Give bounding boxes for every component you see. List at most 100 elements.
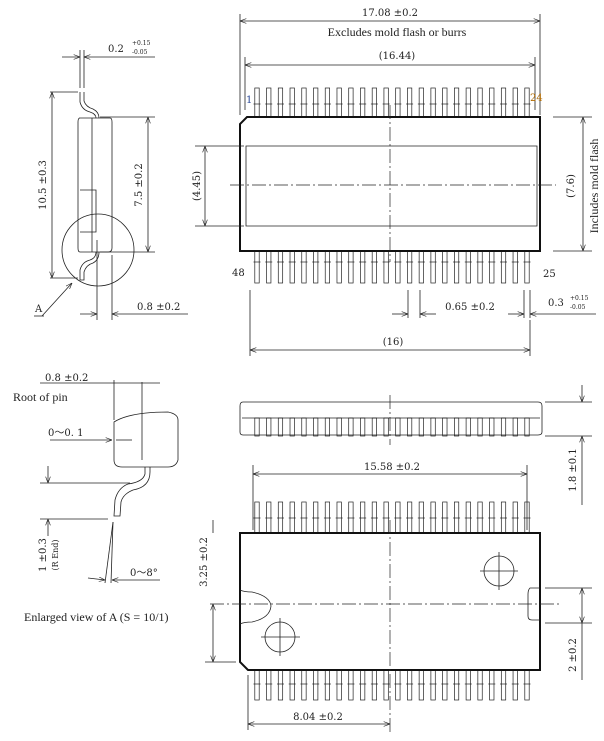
pin	[524, 87, 530, 118]
pin	[524, 250, 530, 284]
pin	[418, 417, 424, 437]
detail-dim-08: 0.8 ±0.2	[45, 373, 88, 384]
note-excludes: Excludes mold flash or burrs	[328, 25, 467, 39]
top-pins	[253, 87, 531, 118]
pin	[301, 417, 307, 437]
pin	[336, 87, 342, 118]
top-view-inner-outline	[245, 145, 538, 227]
pin	[395, 87, 401, 118]
lead-thickness-dim: 0.2	[108, 44, 124, 55]
pin	[254, 669, 260, 701]
pin	[348, 87, 354, 118]
pin	[324, 87, 330, 118]
pin25-label: 25	[543, 269, 556, 280]
pin	[313, 417, 319, 437]
pin	[477, 669, 483, 701]
pin	[454, 501, 460, 534]
pin	[371, 417, 377, 437]
pin	[407, 87, 413, 118]
pin	[301, 501, 307, 534]
svg-text:+0.15: +0.15	[132, 40, 151, 47]
pin	[477, 250, 483, 284]
pin	[324, 669, 330, 701]
pin	[324, 417, 330, 437]
bottom-view: 15.58 ±0.2 3.25 ±0.2 2 ±0.2 8.04 ±0.2	[199, 462, 592, 735]
pin	[371, 250, 377, 284]
root-of-pin-label: Root of pin	[13, 390, 68, 404]
pin	[407, 250, 413, 284]
notch-dim: 2 ±0.2	[568, 638, 579, 672]
lead-width-dim: 0.3	[548, 298, 564, 309]
pin	[371, 87, 377, 118]
pin	[277, 87, 284, 118]
pin	[418, 669, 424, 701]
pin	[489, 501, 495, 534]
side-view-body	[77, 117, 113, 253]
pin	[289, 87, 295, 118]
pin	[500, 417, 507, 437]
pin	[348, 250, 354, 284]
pin	[489, 417, 495, 437]
detail-a-label: A	[34, 304, 43, 315]
pin	[430, 669, 436, 701]
pin	[407, 669, 413, 701]
pin	[454, 417, 460, 437]
pin	[336, 417, 342, 437]
detail-dim-1: 1 ±0.3	[38, 538, 49, 572]
pin	[395, 417, 401, 437]
front-view-body	[239, 401, 543, 436]
svg-text:+0.15: +0.15	[570, 295, 589, 302]
pin	[277, 250, 284, 284]
pin	[442, 417, 448, 437]
pin	[430, 501, 436, 534]
pin	[477, 501, 483, 534]
pin	[524, 669, 530, 701]
pin	[418, 87, 424, 118]
overall-width-dim: 10.5 ±0.3	[38, 160, 49, 210]
bottom-view-top-pins	[253, 501, 531, 534]
pin	[254, 417, 260, 437]
pin	[430, 417, 436, 437]
pin	[465, 87, 471, 118]
pin	[301, 87, 307, 118]
pin	[442, 87, 448, 118]
pin	[454, 87, 460, 118]
pin	[254, 501, 260, 534]
detail-caption: Enlarged view of A (S = 10/1)	[24, 610, 169, 624]
note-includes: Includes mold flash	[587, 139, 601, 234]
pin	[383, 501, 389, 534]
pin	[512, 87, 518, 118]
bottom-pins	[253, 250, 531, 284]
pin	[289, 669, 295, 701]
pin	[383, 87, 389, 118]
pin	[512, 250, 518, 284]
pin	[324, 501, 330, 534]
bottom-view-body	[239, 532, 541, 671]
pin	[430, 250, 436, 284]
pin	[395, 250, 401, 284]
pin	[336, 501, 342, 534]
pin	[313, 250, 319, 284]
pin	[524, 417, 530, 437]
pin	[442, 669, 448, 701]
inner-height-dim: (4.45)	[192, 171, 203, 201]
pin	[465, 250, 471, 284]
half-dim: 8.04 ±0.2	[293, 712, 343, 723]
lead-length-dim: 0.8 ±0.2	[137, 302, 180, 313]
pin	[360, 250, 366, 284]
pin	[254, 250, 260, 284]
pin	[442, 501, 448, 534]
pin	[360, 669, 366, 701]
pin	[289, 501, 295, 534]
notch-left	[239, 589, 272, 625]
pin	[489, 87, 495, 118]
pin	[348, 417, 354, 437]
pin	[418, 501, 424, 534]
pin	[360, 501, 366, 534]
pin1-label: 1	[246, 95, 252, 106]
pin	[277, 669, 284, 701]
pitch-dim: 0.65 ±0.2	[445, 302, 495, 313]
pin	[266, 669, 272, 701]
svg-text:-0.05: -0.05	[132, 49, 148, 56]
